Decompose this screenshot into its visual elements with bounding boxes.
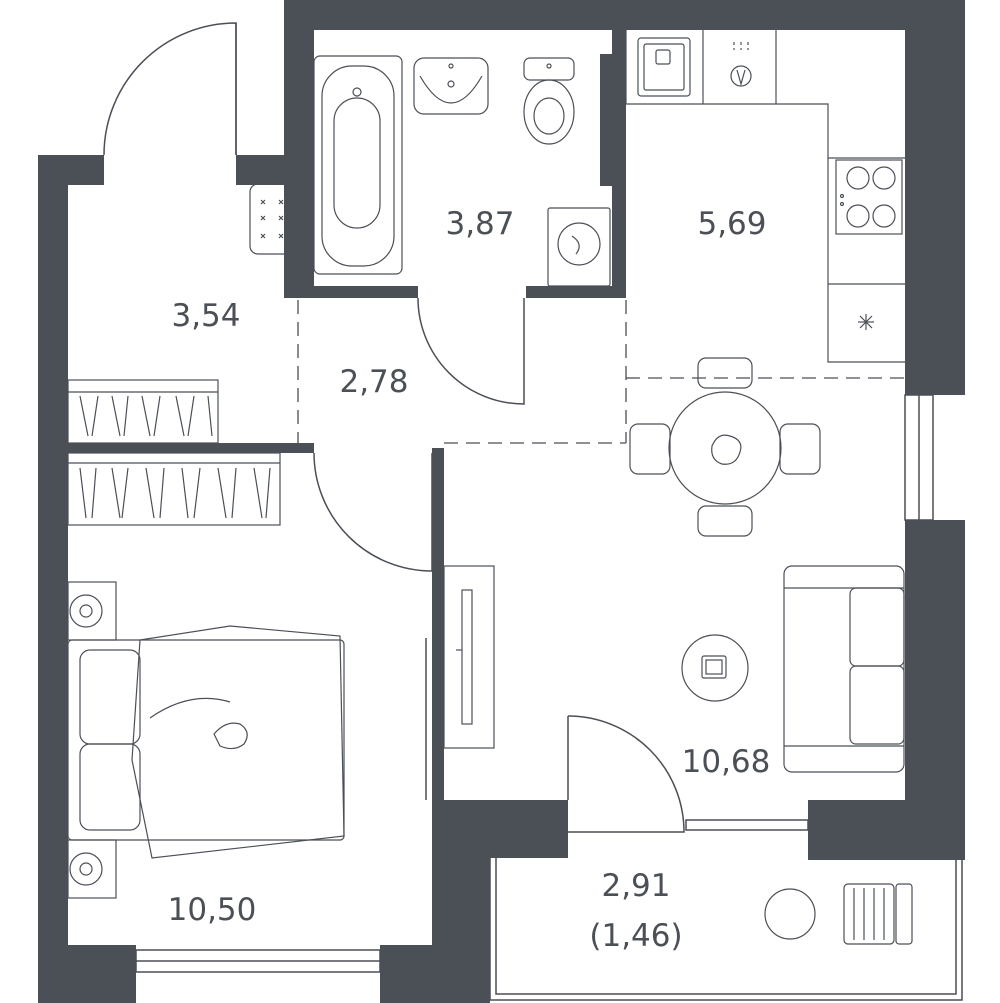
toilet-icon [523,57,575,145]
furniture [67,30,913,945]
room-area-corridor: 2,78 [339,364,408,400]
nightstand-icon [67,581,117,641]
doors [103,22,685,833]
zone-lines [297,300,905,444]
room-area-hallway-entry: 3,54 [171,298,240,334]
bedroom-door [313,452,433,572]
sofa-icon [783,565,905,773]
fridge-icon [858,314,874,330]
dining-table-icon [629,357,821,537]
stove-icon [835,159,903,235]
area-labels: 3,54 3,87 5,69 2,78 10,50 10,68 2,91 (1,… [168,206,771,954]
entry-door [103,22,237,156]
balcony-chair-icon [843,883,913,945]
balcony-table-icon [764,888,816,940]
coffee-table-icon [681,634,749,702]
room-area-bathroom: 3,87 [445,206,514,242]
bathroom-door [417,297,525,405]
room-area-kitchen: 5,69 [697,206,766,242]
room-area-bedroom: 10,50 [168,892,257,928]
kitchen-sink-icon [637,37,691,97]
sink-icon [413,57,489,115]
bathtub-icon [313,55,403,275]
washing-machine-icon [547,207,611,287]
walls [38,0,965,1003]
room-area-balcony: 2,91 [601,868,670,904]
wardrobe-icon [67,452,281,526]
room-area-balcony-reduced: (1,46) [589,918,682,954]
balcony-door [567,715,685,833]
nightstand-icon [67,839,117,899]
bed-icon [67,625,345,859]
faucet-icon [730,42,752,87]
shoe-rack-icon [249,183,295,255]
windows [135,394,963,1001]
room-area-living-room: 10,68 [682,744,771,780]
tv-stand-icon [443,565,495,749]
wardrobe-icon [67,379,219,444]
